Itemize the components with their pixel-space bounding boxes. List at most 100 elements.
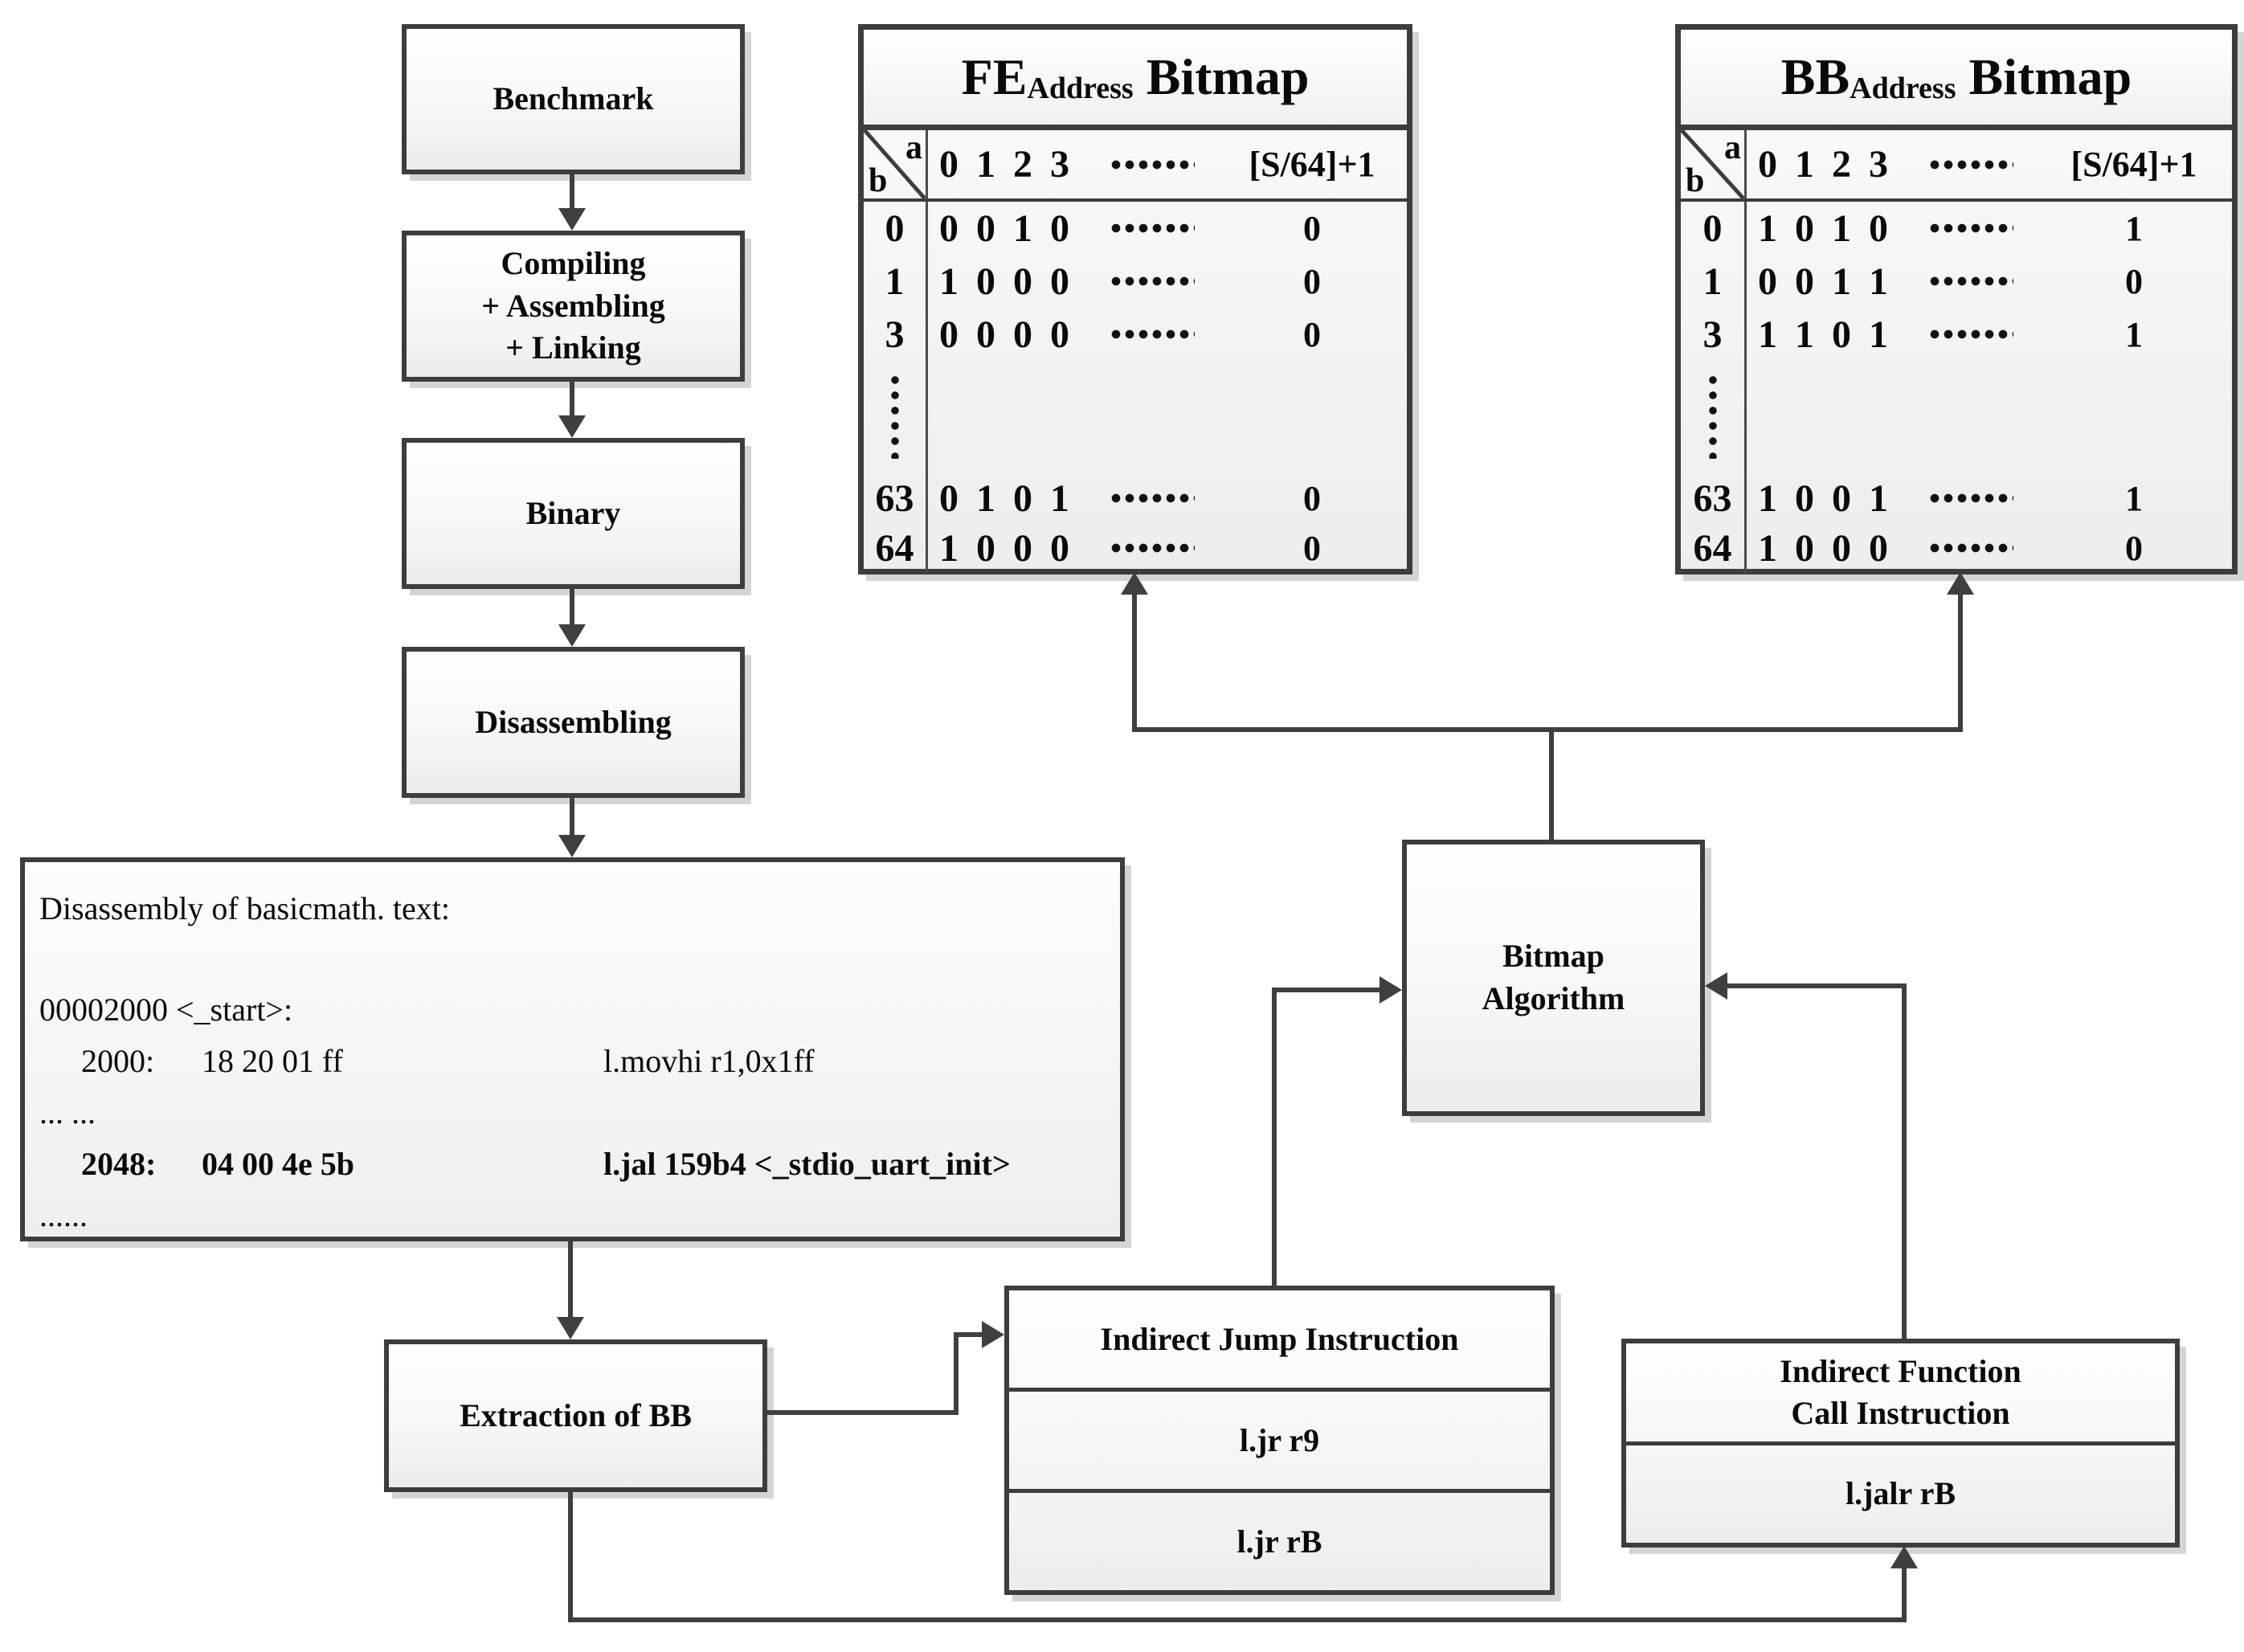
row-dots — [1907, 223, 2036, 233]
binary-label: Binary — [525, 494, 621, 531]
table-title-subscript: Address — [1850, 72, 1956, 105]
compiling-label: Compiling + Assembling + Linking — [481, 244, 665, 366]
corner-b-label: b — [869, 162, 888, 199]
table-title-pre: BB — [1780, 48, 1850, 105]
corner-a-label: a — [905, 129, 922, 166]
line-jump-up — [1272, 988, 1277, 1286]
flow-box-disassembling: Disassembling — [402, 647, 745, 798]
call-box-row: l.jalr rB — [1626, 1441, 2175, 1544]
flow-box-binary: Binary — [402, 438, 745, 589]
row-dots — [1089, 493, 1217, 503]
row-dots — [1089, 329, 1217, 339]
table-title-post: Bitmap — [1968, 48, 2132, 105]
row-b-label: 0 — [1681, 202, 1747, 255]
row-dots — [1907, 543, 2036, 553]
arrowhead-binary-to-disassembling — [558, 624, 586, 647]
jump-box-header: Indirect Jump Instruction — [1100, 1320, 1459, 1357]
code-line: 00002000 <_start>: — [39, 992, 293, 1028]
arrowhead-to-fe-table — [1121, 572, 1148, 595]
row-dots — [1907, 493, 2036, 503]
arrowhead-disassembling-to-code — [558, 835, 586, 857]
header-col-indices: 0 1 2 3 — [1758, 143, 1892, 186]
diagonal-line-icon — [1681, 130, 1744, 198]
table-row — [864, 361, 1407, 473]
line-call-up — [1902, 983, 1907, 1339]
row-b-label: 3 — [864, 308, 928, 361]
arrowhead-benchmark-to-compiling — [558, 208, 586, 231]
indirect-jump-instruction-box: Indirect Jump Instruction l.jr r9 l.jr r… — [1004, 1286, 1555, 1595]
row-dots — [1089, 543, 1217, 553]
code-line: ... ... — [39, 1094, 96, 1131]
row-b-label: 1 — [864, 255, 928, 308]
code-line: ...... — [39, 1197, 88, 1233]
bitmap-algorithm-label: Bitmap Algorithm — [1482, 938, 1625, 1016]
line-up-to-fe-table — [1132, 593, 1137, 732]
row-b-label: 64 — [1681, 523, 1747, 573]
flow-box-extraction-of-bb: Extraction of BB — [384, 1339, 767, 1492]
diagonal-line-icon — [864, 130, 926, 198]
row-dots — [1089, 276, 1217, 286]
table-title-post: Bitmap — [1146, 48, 1310, 105]
arrowhead-compiling-to-binary — [558, 415, 586, 438]
hdots-icon — [1930, 493, 2013, 503]
arrowhead-call-to-bitmap — [1705, 972, 1727, 1000]
row-b-label — [864, 361, 928, 473]
row-bits — [1747, 395, 1907, 440]
row-last-value: 0 — [1303, 208, 1321, 248]
row-dots — [1089, 223, 1217, 233]
row-bits: 0 0 1 1 — [1758, 260, 1892, 303]
arrow-binary-to-disassembling — [570, 589, 574, 626]
row-dots — [1907, 329, 2036, 339]
line-jump-to-bitmap — [1272, 988, 1380, 992]
hdots-icon — [1930, 329, 2013, 339]
header-last-col: [S/64]+1 — [2070, 145, 2197, 184]
arrow-disassembling-to-code — [570, 798, 574, 836]
hdots-icon — [1111, 159, 1195, 170]
line-bottom-horizontal — [568, 1617, 1907, 1622]
hdots-icon — [1111, 329, 1195, 339]
row-bits: 1 0 1 0 — [1758, 206, 1892, 250]
corner-a-label: a — [1724, 129, 1741, 166]
line-extraction-up — [954, 1332, 959, 1415]
row-b-label: 63 — [1681, 473, 1747, 523]
line-top-horizontal — [1132, 727, 1963, 732]
row-last-value: 0 — [2125, 261, 2143, 301]
row-last-value: 0 — [2125, 528, 2143, 568]
hdots-icon — [1930, 223, 2013, 233]
row-last-value: 1 — [2125, 208, 2143, 248]
row-b-label: 0 — [864, 202, 928, 255]
code-instr: l.jal 159b4 <_stdio_uart_init> — [603, 1146, 1011, 1182]
row-last-value: 1 — [2125, 314, 2143, 354]
jump-box-row: l.jr rB — [1009, 1489, 1550, 1590]
line-call-to-bitmap — [1727, 983, 1907, 988]
hdots-icon — [1930, 159, 2013, 170]
row-b-label: 3 — [1681, 308, 1747, 361]
arrowhead-extraction-to-jump — [982, 1321, 1004, 1348]
row-b-label: 63 — [864, 473, 928, 523]
line-extraction-down — [568, 1492, 573, 1622]
arrowhead-code-to-extraction — [557, 1317, 584, 1339]
row-last-value: 1 — [2125, 478, 2143, 518]
benchmark-label: Benchmark — [493, 80, 654, 117]
line-extraction-to-jump — [954, 1332, 982, 1337]
table-title-pre: FE — [961, 48, 1028, 105]
corner-b-label: b — [1686, 162, 1705, 199]
bitmap-algorithm-box: Bitmap Algorithm — [1402, 840, 1705, 1116]
arrowhead-to-bb-table — [1947, 572, 1974, 595]
header-col-indices: 0 1 2 3 — [939, 143, 1073, 186]
line-up-to-call-box — [1902, 1568, 1907, 1620]
vdots-icon — [890, 375, 899, 459]
row-bits: 0 0 0 0 — [939, 313, 1073, 356]
call-box-header: Indirect Function Call Instruction — [1780, 1352, 2021, 1431]
vdots-icon — [1708, 375, 1717, 459]
arrow-benchmark-to-compiling — [570, 174, 574, 210]
